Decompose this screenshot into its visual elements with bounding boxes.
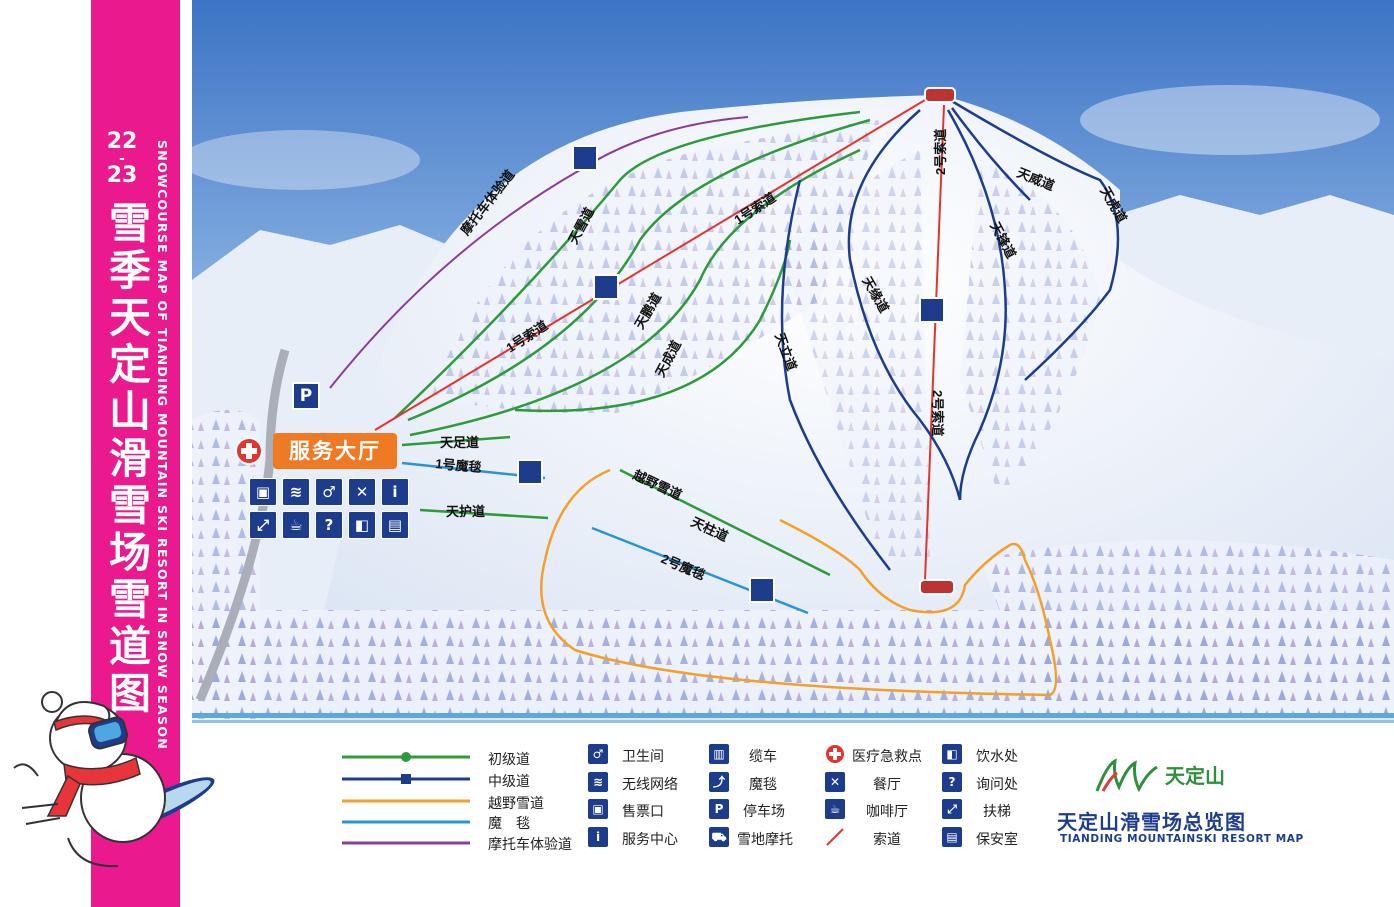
trail-tianfeng xyxy=(946,109,1007,501)
carpet-icon: ⤴ xyxy=(709,772,729,792)
security-icon: ▤ xyxy=(381,511,409,539)
legend-medical: 医疗急救点 xyxy=(852,749,922,765)
trail-tianyuan xyxy=(847,109,962,501)
trail-tiancheng xyxy=(409,148,861,437)
legend-restaurant: 餐厅 xyxy=(873,777,901,793)
trail-tianhu xyxy=(419,508,549,520)
legend-escalator: 扶梯 xyxy=(983,804,1011,820)
trail-tianwei-2 xyxy=(950,107,1031,201)
wifi-icon: ≋ xyxy=(588,772,608,792)
legend-snowmobile: 雪地摩托 xyxy=(737,832,793,848)
label-tianhu: 天护道 xyxy=(446,504,485,519)
legend-service: 服务中心 xyxy=(622,832,678,848)
wifi-icon: ≋ xyxy=(282,478,310,506)
logo-text: 天定山 xyxy=(1165,764,1225,788)
divider xyxy=(192,713,1394,718)
restroom-icon: ♂ xyxy=(315,478,343,506)
legend-crosscountry: 越野雪道 xyxy=(488,796,544,812)
title-english: SNOWCOURSE MAP OF TIANDING MOUNTAIN SKI … xyxy=(155,140,170,750)
trail-moto xyxy=(329,116,749,389)
cableway-icon xyxy=(826,828,844,846)
year-start: 22 xyxy=(106,129,138,154)
legend-cafe: 咖啡厅 xyxy=(866,804,908,820)
escalator-icon: ⤢ xyxy=(942,799,962,819)
legend-water: 饮水处 xyxy=(976,749,1018,765)
cable-2 xyxy=(924,104,945,581)
legend-lines xyxy=(342,752,470,845)
info-icon: i xyxy=(588,827,608,847)
legend-gondola: 缆车 xyxy=(749,749,777,765)
snowmobile-icon: ⛟ xyxy=(709,827,729,847)
inquiry-icon: ? xyxy=(315,511,343,539)
ski-resort-map: 摩托车体验道 天雪道 1号索道 1号索道 天鹏道 天成道 天立道 天缘道 2号索… xyxy=(192,0,1394,720)
stations xyxy=(919,87,956,595)
cable-1 xyxy=(374,99,926,431)
cafe-icon: ☕ xyxy=(825,799,845,819)
service-hall: 服务大厅 xyxy=(273,433,397,469)
security-icon: ▤ xyxy=(942,827,962,847)
map-icons xyxy=(517,145,945,603)
divider-light xyxy=(192,720,1394,723)
medical-cross-icon xyxy=(826,745,844,763)
trail-tianwei xyxy=(949,98,1120,381)
parking-icon: P xyxy=(292,382,320,410)
medical-cross-icon xyxy=(235,437,263,465)
legend-carpet: 魔 毯 xyxy=(488,816,530,832)
restaurant-icon: ✕ xyxy=(825,772,845,792)
legend-parking: 停车场 xyxy=(743,804,785,820)
label-cable2-lower: 2号索道 xyxy=(930,390,945,436)
year-end: 23 xyxy=(106,163,138,188)
legend-carpet-facility: 魔毯 xyxy=(749,777,777,793)
legend-beginner: 初级道 xyxy=(488,752,530,768)
season-year: 22 - 23 xyxy=(91,130,153,188)
legend-inquiry: 询问处 xyxy=(976,777,1018,793)
title-chinese: 雪季天定山滑雪场雪道图 xyxy=(108,199,151,718)
inquiry-icon: ? xyxy=(942,772,962,792)
legend-moto: 摩托车体验道 xyxy=(488,837,572,853)
water-icon: ◧ xyxy=(942,744,962,764)
snowman-mascot-icon xyxy=(13,691,215,868)
brand-name-chinese: 天定山滑雪场总览图 xyxy=(1057,810,1246,834)
trail-yueye xyxy=(540,468,1058,697)
trail-tianzhu xyxy=(619,468,831,577)
label-tianzu: 天足道 xyxy=(440,435,479,450)
restaurant-icon: ✕ xyxy=(348,478,376,506)
trail-tianli xyxy=(780,179,891,571)
cafe-icon: ☕ xyxy=(282,511,310,539)
escalator-icon: ⤢ xyxy=(249,511,277,539)
brand-logo-icon: 天定山 xyxy=(1095,758,1225,793)
gondola-icon: ▥ xyxy=(709,744,729,764)
legend-cableway: 索道 xyxy=(873,832,901,848)
brand-name-english: TIANDING MOUNTAINSKI RESORT MAP xyxy=(1060,833,1304,845)
legend-intermediate: 中级道 xyxy=(488,774,530,790)
restroom-icon: ♂ xyxy=(588,744,608,764)
legend-restroom: 卫生间 xyxy=(622,749,664,765)
trail-tianpeng-lower xyxy=(514,239,792,413)
water-icon: ◧ xyxy=(348,511,376,539)
year-separator: - xyxy=(119,151,125,167)
parking-icon: P xyxy=(709,799,729,819)
info-icon: i xyxy=(381,478,409,506)
ticket-icon: ▣ xyxy=(249,478,277,506)
legend-ticket: 售票口 xyxy=(622,804,664,820)
ticket-icon: ▣ xyxy=(588,799,608,819)
trail-tianzu xyxy=(401,435,511,447)
trail-tianpeng xyxy=(407,118,871,422)
label-carpet1: 1号魔毯 xyxy=(435,456,482,475)
legend-security: 保安室 xyxy=(976,832,1018,848)
legend-wifi: 无线网络 xyxy=(622,777,678,793)
trail-tianxue xyxy=(394,110,861,419)
label-cable2-upper: 2号索道 xyxy=(933,129,948,175)
